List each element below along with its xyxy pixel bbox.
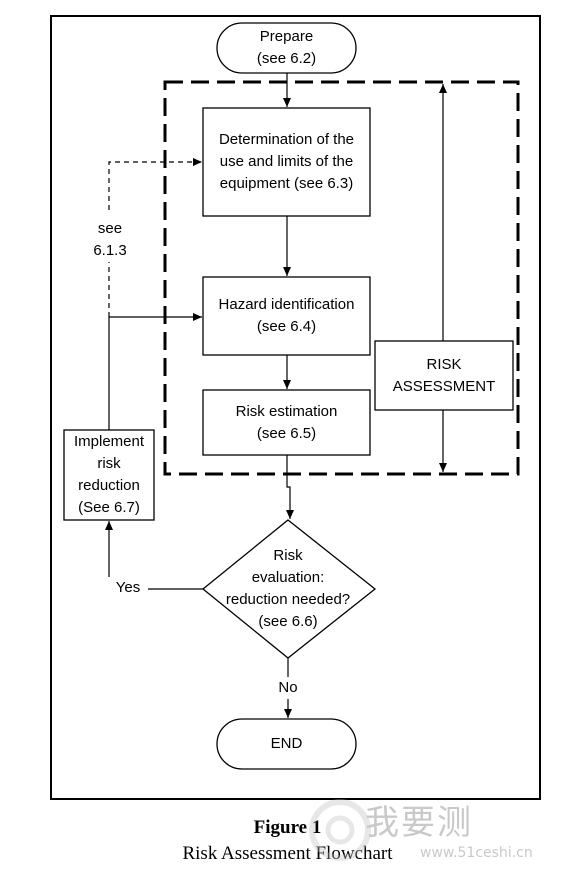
risk-assessment-node-shape — [374, 340, 514, 411]
determination-node-shape — [202, 107, 371, 217]
figure-subtitle: Risk Assessment Flowchart — [182, 843, 393, 864]
estimation-node-shape — [202, 389, 371, 456]
diagram-frame — [50, 15, 541, 800]
watermark-url: www.51ceshi.cn — [420, 845, 533, 861]
watermark-logo-icon — [309, 799, 371, 861]
end-label: END — [270, 735, 303, 752]
evaluation-label: Risk evaluation: reduction needed? (see … — [225, 547, 351, 630]
arrow-estimation-to-evaluation — [286, 455, 294, 519]
arrow-implement-to-hazard — [108, 313, 202, 430]
figure-title: Figure 1 — [253, 817, 322, 838]
hazard-label: Hazard identification (see 6.4) — [218, 296, 355, 335]
implement-label: Implement risk reduction (See 6.7) — [73, 433, 145, 516]
risk-assessment-label: RISK ASSESSMENT — [392, 355, 496, 395]
no-label: No — [270, 677, 306, 699]
arrow-see-613-to-determination — [108, 158, 202, 210]
yes-label: Yes — [108, 577, 148, 599]
estimation-label: Risk estimation (see 6.5) — [235, 402, 338, 442]
end-node-shape — [216, 718, 357, 770]
risk-assessment-boundary — [163, 80, 520, 476]
implement-node-shape — [63, 429, 155, 521]
watermark-text: 我要测 — [365, 803, 473, 843]
determination-label: Determination of the use and limits of t… — [218, 131, 355, 192]
see-613-label: see 6.1.3 — [93, 220, 127, 259]
prepare-label: Prepare (see 6.2) — [256, 28, 317, 67]
